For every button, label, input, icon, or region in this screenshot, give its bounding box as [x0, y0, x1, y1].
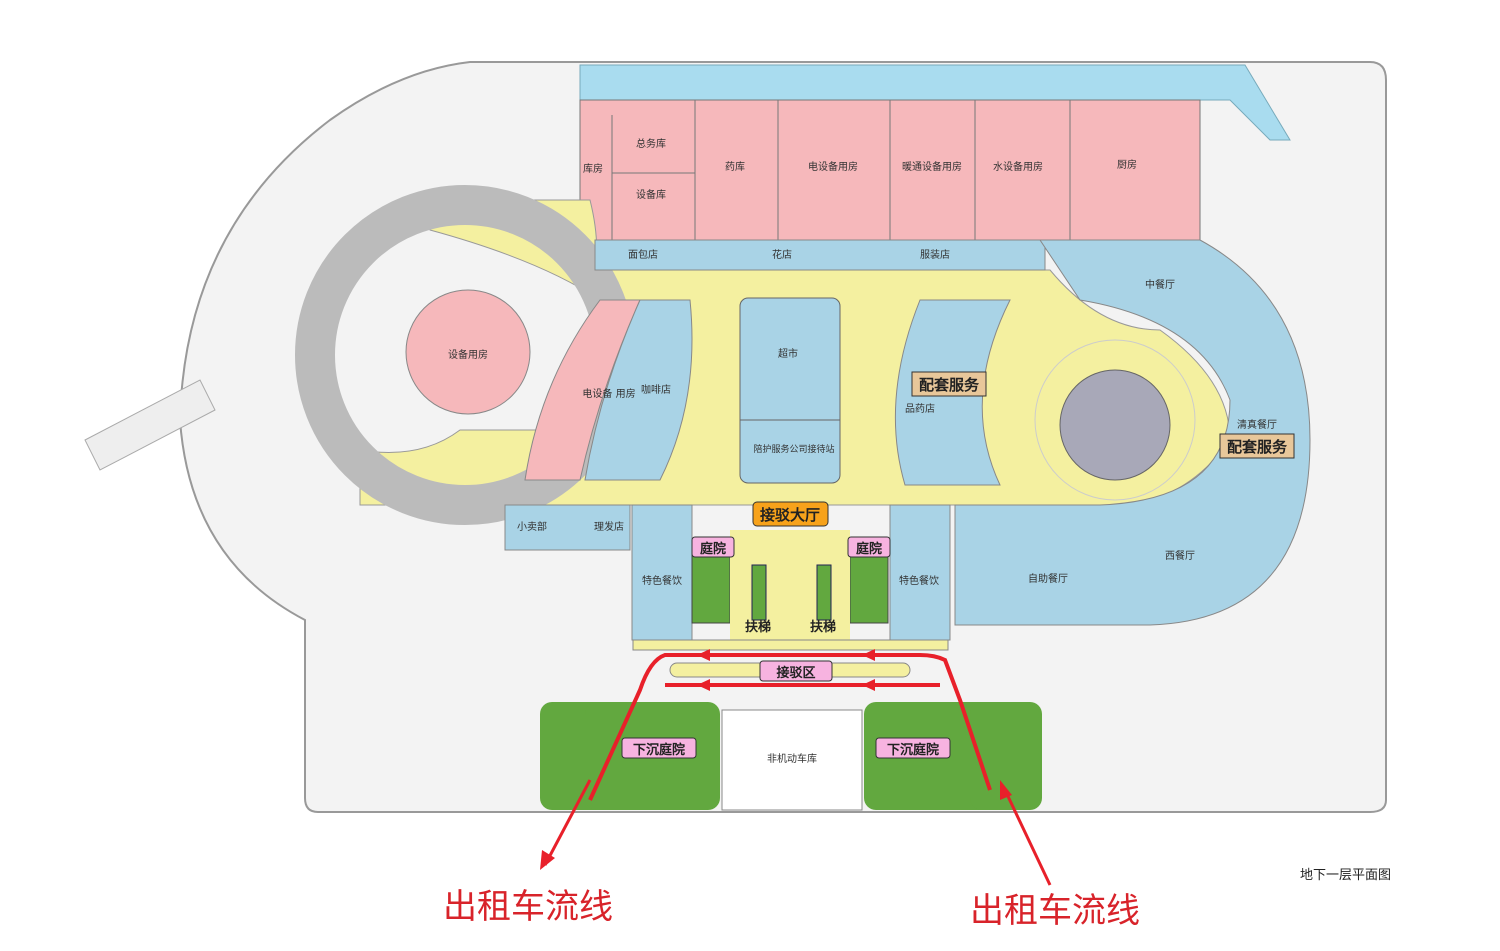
shop-row: [594, 239, 1046, 271]
room-label: 花店: [772, 248, 792, 261]
taxi-route: [543, 653, 1052, 886]
room-label: 药库: [725, 160, 745, 173]
room-label: 电设备 用房: [582, 387, 635, 400]
room-label: 总务库: [636, 137, 666, 150]
room-label: 特色餐饮: [899, 574, 939, 587]
room-label: 面包店: [628, 248, 658, 261]
tag-jiebo-dating: 接驳大厅: [760, 506, 820, 524]
equipment-room-circle: [405, 289, 531, 415]
tag-xiachen-left: 下沉庭院: [633, 742, 685, 758]
room-label: 厨房: [1117, 158, 1137, 171]
storage-block: [579, 99, 1201, 241]
supermarket: [739, 297, 841, 484]
arrow-left-icon: [862, 649, 875, 661]
escalator-left-icon: [751, 564, 767, 621]
arrow-left-icon: [697, 679, 710, 691]
arrow-left-icon: [697, 649, 710, 661]
room-label: 中餐厅: [1145, 278, 1175, 291]
escalator-right-icon: [816, 564, 832, 621]
room-label: 服装店: [920, 248, 950, 261]
courtyard-left: [691, 554, 731, 624]
room-label: 西餐厅: [1165, 549, 1195, 562]
room-label: 设备用房: [448, 348, 488, 361]
cafe-area: [584, 299, 693, 481]
room-label: 库房: [583, 162, 603, 175]
tag-peitao-1: 配套服务: [919, 376, 980, 394]
room-label: 自助餐厅: [1028, 572, 1068, 585]
courtyard-right: [849, 554, 889, 624]
small-shops: [504, 504, 631, 551]
tag-tingyuan-left: 庭院: [700, 541, 726, 557]
feature-dining-right-area: [889, 504, 951, 641]
room-label: 非机动车库: [767, 752, 817, 765]
room-label: 咖啡店: [641, 383, 671, 396]
tag-futi-left: 扶梯: [745, 619, 771, 635]
bike-garage: [721, 709, 863, 811]
arrow-icon: [540, 850, 555, 870]
restaurant-area: [954, 239, 1311, 626]
tag-futi-right: 扶梯: [810, 619, 836, 635]
tag-tingyuan-right: 庭院: [856, 541, 882, 557]
room-label: 品药店: [905, 402, 935, 415]
room-label: 设备库: [636, 188, 666, 201]
central-atrium: [1059, 369, 1171, 481]
room-label: 陪护服务公司接待站: [753, 443, 834, 455]
plan-caption: 地下一层平面图: [1300, 868, 1391, 883]
arrow-left-icon: [862, 679, 875, 691]
room-label: 清真餐厅: [1237, 418, 1277, 431]
room-label: 超市: [778, 347, 798, 360]
taxi-route-label-left: 出租车流线: [443, 887, 613, 927]
room-label: 特色餐饮: [642, 574, 682, 587]
room-label: 小卖部: [517, 520, 547, 533]
room-label: 暖通设备用房: [902, 160, 962, 173]
taxi-route-label-right: 出租车流线: [970, 891, 1140, 931]
tag-jiebo-qu: 接驳区: [776, 665, 815, 681]
feature-dining-left-area: [631, 504, 693, 641]
room-label: 电设备用房: [808, 160, 858, 173]
arrow-icon: [1000, 780, 1012, 800]
tag-peitao-2: 配套服务: [1227, 438, 1288, 456]
room-label: 水设备用房: [993, 160, 1043, 173]
room-label: 理发店: [594, 520, 624, 533]
ramp: [84, 379, 216, 471]
tag-xiachen-right: 下沉庭院: [887, 742, 939, 758]
